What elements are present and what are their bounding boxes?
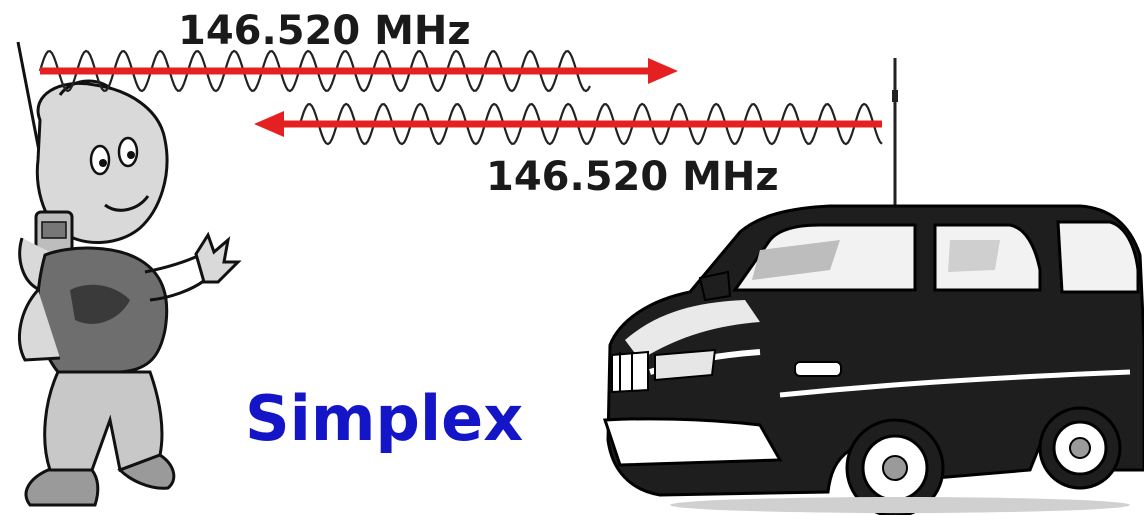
rear-wheel-icon [1038,406,1122,490]
bottom-sine-wave [298,102,883,146]
mode-label: Simplex [245,382,523,455]
handheld-radio-operator-icon [16,41,242,507]
top-signal: 146.520 MHz [38,8,678,93]
top-frequency-label: 146.520 MHz [178,8,471,54]
bottom-arrowhead [254,111,284,137]
front-wheel-icon [845,418,945,515]
suv-with-antenna-icon [602,58,1144,515]
top-arrowhead [648,58,678,84]
bottom-frequency-label: 146.520 MHz [486,154,779,200]
bottom-signal: 146.520 MHz [254,102,883,200]
